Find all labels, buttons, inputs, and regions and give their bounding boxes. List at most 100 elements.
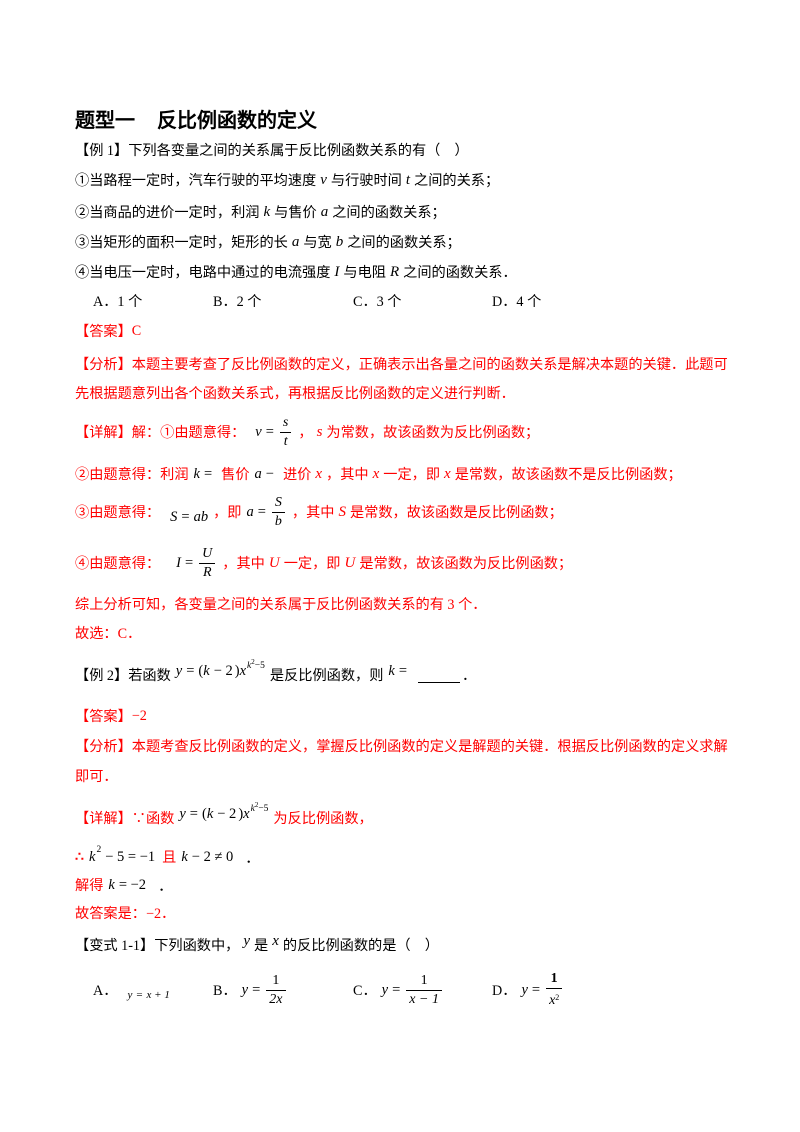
example1-answer: 【答案】 C xyxy=(75,311,141,351)
formula-lhs: y xyxy=(241,981,249,998)
formula-term: − 2 xyxy=(217,805,237,822)
formula-s-equals-ab: S = ab xyxy=(170,509,208,526)
denominator-base: x xyxy=(549,993,556,1008)
answer-tag: 【答案】 xyxy=(75,709,132,725)
fraction-numerator: 1 xyxy=(420,972,428,988)
item-text: 之间的关系； xyxy=(414,173,500,189)
exponent-variable: k xyxy=(247,660,252,671)
step-text: 为反比例函数， xyxy=(273,811,373,827)
fraction-numerator: S xyxy=(274,494,282,510)
formula-exponent: k2−5 xyxy=(247,658,265,671)
example1-analysis-line-2: 先根据题意列出各个函数关系式，再根据反比例函数的定义进行判断． xyxy=(75,373,515,413)
fraction: U R xyxy=(199,546,216,581)
example1-summary: 综上分析可知，各变量之间的关系属于反比例函数关系的有 3 个． xyxy=(75,584,486,624)
item-variable: a xyxy=(320,203,329,220)
formula-term: − 2 ≠ 0 xyxy=(191,848,234,865)
fraction-numerator: s xyxy=(282,414,289,430)
example1-tag: 【例 1】 xyxy=(75,143,129,159)
step-text: ，其中 xyxy=(291,505,335,521)
fraction-denominator: t xyxy=(279,431,292,450)
question-text: 若函数 xyxy=(128,668,171,684)
step-text: 售价 xyxy=(221,467,250,483)
formula-term: − 2 xyxy=(213,662,233,679)
option-label: A． xyxy=(93,983,118,999)
example1-detail-step1: 【详解】 解：①由题意得： v = s t ， s 为常数，故该函数为反比例函数… xyxy=(75,412,539,452)
step-text: 进价 xyxy=(282,467,312,483)
option-d: D．4 个 xyxy=(492,294,542,310)
formula-y-equals-one-over-x-minus-1: y = 1 x − 1 xyxy=(382,973,444,1008)
formula-k-equals: k = xyxy=(388,663,411,680)
variant-options: A． y = x + 1 B． y = 1 2x C． y = 1 x − 1 xyxy=(0,970,800,1010)
step-text: 且 xyxy=(162,850,177,866)
step-variable: x xyxy=(315,465,323,482)
example1-item-1: ①当路程一定时，汽车行驶的平均速度 v 与行驶时间 t 之间的关系； xyxy=(75,160,499,200)
step-variable: s xyxy=(316,423,323,440)
open-paren: ( xyxy=(201,805,207,822)
item-text: 与电阻 xyxy=(343,265,386,281)
answer-blank xyxy=(418,668,461,683)
option-c: C． y = 1 x − 1 xyxy=(353,970,449,1010)
formula-lhs: a xyxy=(246,503,254,520)
example1-options: A．1 个 B．2 个 C．3 个 D．4 个 xyxy=(0,281,800,321)
step-text: 是常数，故该函数是反比例函数； xyxy=(349,505,563,521)
step-variable: U xyxy=(344,554,356,571)
summary-text: 综上分析可知，各变量之间的关系属于反比例函数关系的有 3 个． xyxy=(75,597,487,613)
step-variable: x xyxy=(372,465,380,482)
denominator-power: 2 xyxy=(555,993,560,1002)
formula-base: x xyxy=(243,805,250,822)
item-text: 之间的函数关系； xyxy=(347,235,461,251)
fraction-denominator: b xyxy=(271,511,285,530)
item-variable: t xyxy=(405,171,410,188)
item-text: 与售价 xyxy=(274,205,317,221)
step-variable: U xyxy=(268,554,280,571)
step-text: 是常数，故该函数为反比例函数； xyxy=(359,556,573,572)
example2-detail-step1: 【详解】 ∵函数 y = ( k − 2 ) x k2−5 为反比例函数， xyxy=(75,798,373,838)
example2-question: 【例 2】 若函数 y = ( k − 2 ) x k2−5 是反比例函数，则 … xyxy=(75,655,476,695)
option-c: C．3 个 xyxy=(353,294,402,310)
option-label: D． xyxy=(492,983,517,999)
section-title: 反比例函数的定义 xyxy=(157,107,317,132)
minus-sign: − xyxy=(265,465,274,482)
option-a: A． y = x + 1 xyxy=(93,970,175,1010)
step-text: ∵函数 xyxy=(131,811,175,827)
formula-lhs: v xyxy=(255,423,262,440)
step-text: 一定，即 xyxy=(283,556,341,572)
question-text: 下列函数中， xyxy=(154,938,240,954)
option-b: B． y = 1 2x xyxy=(213,970,293,1010)
formula-lhs: S xyxy=(170,508,178,525)
exponent-variable: k xyxy=(250,803,255,814)
equals-sign: = xyxy=(398,662,408,679)
fraction-denominator: R xyxy=(199,562,216,581)
formula-variable: k xyxy=(203,662,210,679)
step-variable: S xyxy=(338,503,346,520)
step-text: ④由题意得： xyxy=(75,556,161,572)
step-text: 一定，即 xyxy=(383,467,441,483)
example2-detail-step2: ∴ k 2 − 5 = −1 且 k − 2 ≠ 0 ． xyxy=(75,837,265,877)
formula-y-equals-x-plus-1: y = x + 1 xyxy=(127,989,169,1001)
analysis-tag: 【分析】 xyxy=(75,739,132,755)
item-text: 与宽 xyxy=(303,235,332,251)
variant-tag: 【变式 1-1】 xyxy=(75,938,155,954)
formula-k-value: k = −2 xyxy=(108,877,148,894)
formula-lhs: y xyxy=(381,981,389,998)
step-text: ，其中 xyxy=(326,467,369,483)
example1-item-4: ④当电压一定时，电路中通过的电流强度 I 与电阻 R 之间的函数关系． xyxy=(75,252,517,292)
example2-analysis-line-2: 即可． xyxy=(75,756,118,796)
equals-sign: = xyxy=(189,805,198,822)
step-text: ③由题意得： xyxy=(75,505,161,521)
formula-base: x xyxy=(239,662,247,679)
formula-variable: k xyxy=(108,876,115,893)
example1-detail-step3: ③由题意得： S = ab ，即 a = S b ，其中 S 是常数，故该函数是… xyxy=(75,492,563,532)
fraction: S b xyxy=(271,494,285,530)
close-paren: ) xyxy=(234,662,240,679)
item-variable: k xyxy=(263,203,271,220)
option-b: B．2 个 xyxy=(213,294,262,310)
step-text: ②由题意得：利润 xyxy=(75,467,189,483)
analysis-text: 即可． xyxy=(75,769,118,785)
formula-exponent: k2−5 xyxy=(251,801,269,814)
option-label: B． xyxy=(213,983,237,999)
formula-profit-equals: k = xyxy=(194,466,217,483)
choice-text: 故选：C． xyxy=(75,626,142,642)
formula-v-equals-s-over-t: v = s t xyxy=(255,415,293,450)
item-variable: b xyxy=(335,233,344,250)
